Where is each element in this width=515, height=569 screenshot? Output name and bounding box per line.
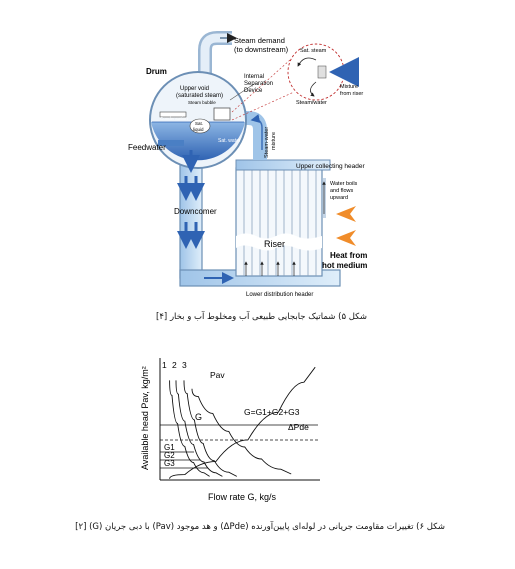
separation-label: Separation — [244, 81, 273, 87]
mixture-label: Mixture — [340, 84, 358, 90]
g-label: G — [195, 412, 202, 422]
y-axis-label: Available head Pav, kg/m² — [140, 366, 150, 470]
heat-arrow-1 — [336, 206, 356, 222]
drum-water — [151, 122, 245, 161]
curve-2-label: 2 — [172, 360, 177, 370]
riser-tubes — [243, 168, 317, 276]
heat-arrow-2 — [336, 230, 356, 246]
water-boils-label-3: upward — [330, 195, 348, 201]
g-sum-label: G=G1+G2+G3 — [244, 407, 300, 417]
separation-detail-inset: Sat. steam Mixture from riser Steam/wate… — [231, 43, 363, 121]
lower-header-label: Lower distribution header — [246, 292, 313, 298]
heat-from-label: Heat from — [330, 251, 367, 260]
downcomer-label: Downcomer — [174, 207, 217, 216]
sat-liquid-blob — [189, 118, 211, 134]
steam-water-inset-label: Steam/water — [296, 100, 327, 106]
steam-bubble-label: Steam bubble — [188, 100, 216, 105]
from-riser-label: from riser — [340, 91, 363, 97]
curve-1 — [169, 380, 210, 477]
riser-inlet-arrows — [244, 261, 296, 276]
upper-header — [235, 159, 331, 171]
riser-bundle — [235, 167, 323, 277]
riser-label: Riser — [264, 239, 285, 249]
hot-medium-label: hot medium — [322, 261, 367, 270]
x-axis-label: Flow rate G, kg/s — [208, 492, 277, 502]
feedwater-label: Feedwater — [128, 143, 166, 152]
figure6-caption: شکل ۶) تغییرات مقاومت جریانی در لوله‌ای … — [75, 522, 445, 532]
internal-label: Internal — [244, 74, 264, 80]
g2-label: G2 — [164, 451, 175, 460]
figure6-chart: Available head Pav, kg/m² Flow rate G, k… — [140, 358, 320, 502]
steam-water-mixture-label-2: mixture — [271, 132, 277, 150]
pav-label: Pav — [210, 370, 225, 380]
condensation-element — [159, 111, 187, 118]
figure5-diagram: Steam demand (to downstream) Upper colle… — [128, 31, 367, 298]
curve-3-label: 3 — [182, 360, 187, 370]
device-label: Device — [244, 88, 263, 94]
steam-demand-label: Steam demand — [234, 36, 285, 45]
curve-3 — [183, 380, 238, 477]
curve-2 — [175, 380, 223, 477]
g1-label: G1 — [164, 443, 175, 452]
saturated-steam-label: (saturated steam) — [176, 93, 223, 99]
to-downstream-label: (to downstream) — [234, 45, 289, 54]
drum-label: Drum — [146, 67, 167, 76]
separation-device — [213, 107, 231, 121]
water-boils-label-1: Water boils — [330, 181, 358, 187]
water-boils-label-2: and flows — [330, 188, 353, 194]
g3-label: G3 — [164, 459, 175, 468]
sat-liquid-label-1: Sat. — [195, 121, 203, 126]
feedwater-pipe — [158, 140, 184, 146]
steam-water-mixture-label-1: Steam-water — [264, 127, 270, 158]
figure5-caption: شکل ۵) شماتیک جابجایی طبیعی آب ومخلوط آب… — [156, 312, 367, 322]
curve-1-label: 1 — [162, 360, 167, 370]
curve-5 — [169, 366, 316, 479]
condensation-label: Condensation — [160, 116, 188, 121]
sat-liquid-label-2: liquid — [193, 127, 204, 132]
curve-4 — [191, 388, 292, 475]
sat-water-label: Sat. water — [218, 138, 241, 144]
upper-void-label: Upper void — [180, 86, 209, 92]
dp-label: ΔPde — [288, 422, 309, 432]
upper-header-label: Upper collecting header — [296, 163, 365, 170]
chart-marks — [169, 366, 316, 479]
sat-steam-top-label: Sat. steam — [300, 48, 327, 54]
